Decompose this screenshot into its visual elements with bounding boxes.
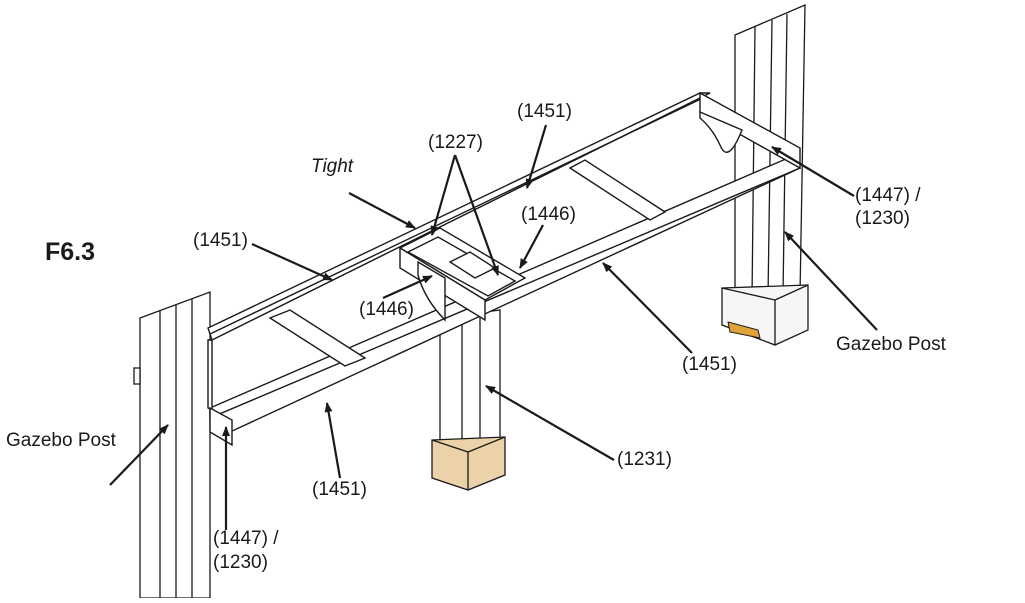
tight-label: Tight [311,156,354,177]
part-1451-left-label: (1451) [193,230,248,251]
frame-rails [207,91,801,447]
leader-1451-left [251,242,333,282]
part-1446-left-label: (1446) [359,299,414,320]
leader-1451-right [602,262,693,354]
part-1451-bottom-label: (1451) [312,479,367,500]
gazebo-post-left-label: Gazebo Post [6,430,116,451]
part-1231-label: (1231) [617,449,672,470]
leader-tight [348,192,416,229]
leader-gazebo-left [109,424,169,486]
figure-label: F6.3 [45,238,96,266]
leader-1447-right [771,146,855,197]
leader-1227-b [453,154,500,276]
part-1227-label: (1227) [428,132,483,153]
part-1446-right-label: (1446) [521,204,576,225]
leader-1451-bottom [324,402,342,479]
left-gazebo-post [133,291,211,599]
leader-gazebo-right [784,231,878,331]
part-1451-right-label: (1451) [682,354,737,375]
part-1447-1230-right-line2: (1230) [855,208,910,229]
leader-1446-left [382,274,433,300]
part-1451-top-label: (1451) [517,101,572,122]
part-1447-1230-right-line1: (1447) / [855,185,921,206]
part-1447-1230-left-line2: (1230) [213,552,268,573]
center-support-post [431,309,506,491]
leader-1446-right [519,224,544,269]
part-1447-1230-left-line1: (1447) / [213,528,279,549]
leader-1231 [485,385,615,461]
leader-1227-a [430,154,457,236]
leader-1451-top [525,124,548,189]
leader-lines [109,124,878,530]
gazebo-post-right-label: Gazebo Post [836,334,946,355]
